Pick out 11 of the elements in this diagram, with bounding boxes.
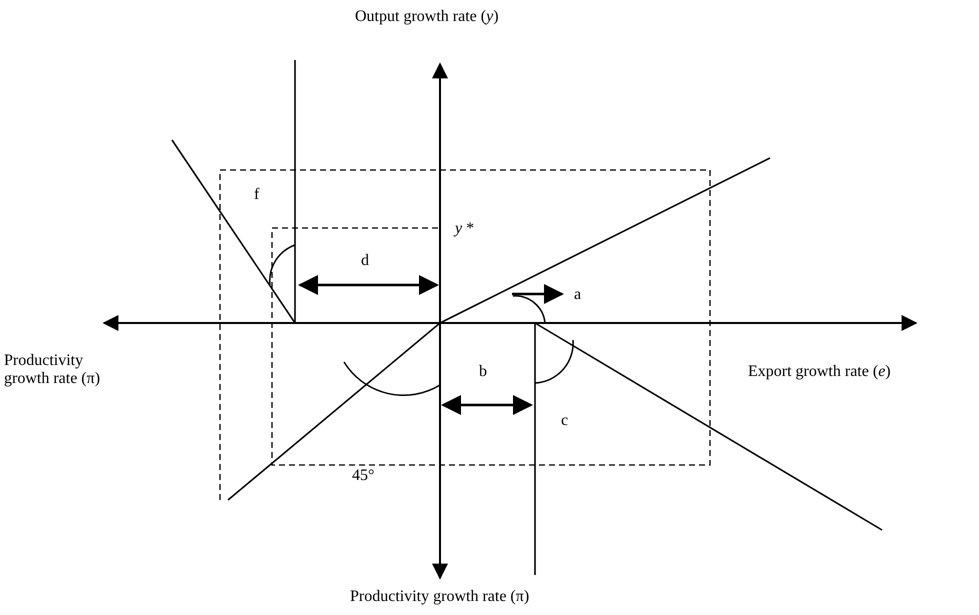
angle-label: 45° [352, 467, 374, 485]
point-label: y* [455, 220, 474, 238]
region-label: f [254, 186, 260, 204]
axis-label: Productivity growth rate (π) [4, 352, 102, 388]
axis-label: Productivity growth rate (π) [350, 588, 530, 606]
region-label: a [574, 286, 582, 304]
axis-label: Export growth rate (e) [748, 363, 891, 381]
region-label: c [561, 412, 568, 430]
region-label: b [479, 363, 487, 381]
axis-label: Output growth rate (y) [355, 8, 499, 26]
region-label: d [361, 252, 369, 270]
